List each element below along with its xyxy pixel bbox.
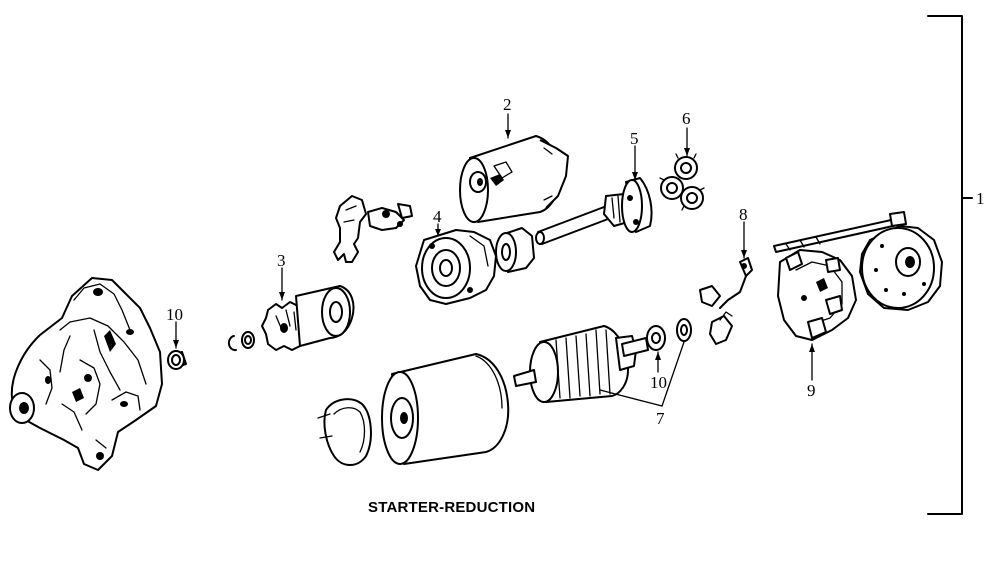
yoke-gasket <box>317 398 372 466</box>
drive-end-housing <box>9 277 163 471</box>
bushing-left <box>167 350 187 370</box>
callout-2: 2 <box>503 95 512 114</box>
armature-bearing <box>646 318 692 351</box>
starter-clutch <box>261 285 355 351</box>
shift-lever <box>333 195 413 263</box>
magnetic-switch <box>459 135 569 223</box>
callout-5: 5 <box>630 129 639 148</box>
callout-10-bearing: 10 <box>650 373 667 392</box>
drive-housing <box>415 229 497 305</box>
through-bolt <box>773 211 907 253</box>
callout-9: 9 <box>807 381 816 400</box>
yoke <box>381 353 510 465</box>
planetary-gears <box>659 153 705 211</box>
diagram-caption: STARTER-REDUCTION <box>368 499 535 516</box>
callout-labels: 1 2 3 4 5 6 7 8 9 10 10 <box>166 95 985 428</box>
callout-3: 3 <box>277 251 286 270</box>
pinion-shaft <box>535 177 653 245</box>
callout-1: 1 <box>976 189 985 208</box>
armature <box>513 325 649 403</box>
brush-holder <box>777 249 857 341</box>
callout-8: 8 <box>739 205 748 224</box>
leader-lines <box>173 113 815 407</box>
shaft-bearing <box>495 227 535 273</box>
callout-7: 7 <box>656 409 665 428</box>
callout-4: 4 <box>433 207 442 226</box>
end-frame <box>859 225 943 311</box>
callout-10-bushing: 10 <box>166 305 183 324</box>
callout-6: 6 <box>682 109 691 128</box>
assembly-bracket <box>927 15 973 515</box>
brush-holder-lead <box>699 257 753 345</box>
retainer-clips <box>227 331 255 352</box>
